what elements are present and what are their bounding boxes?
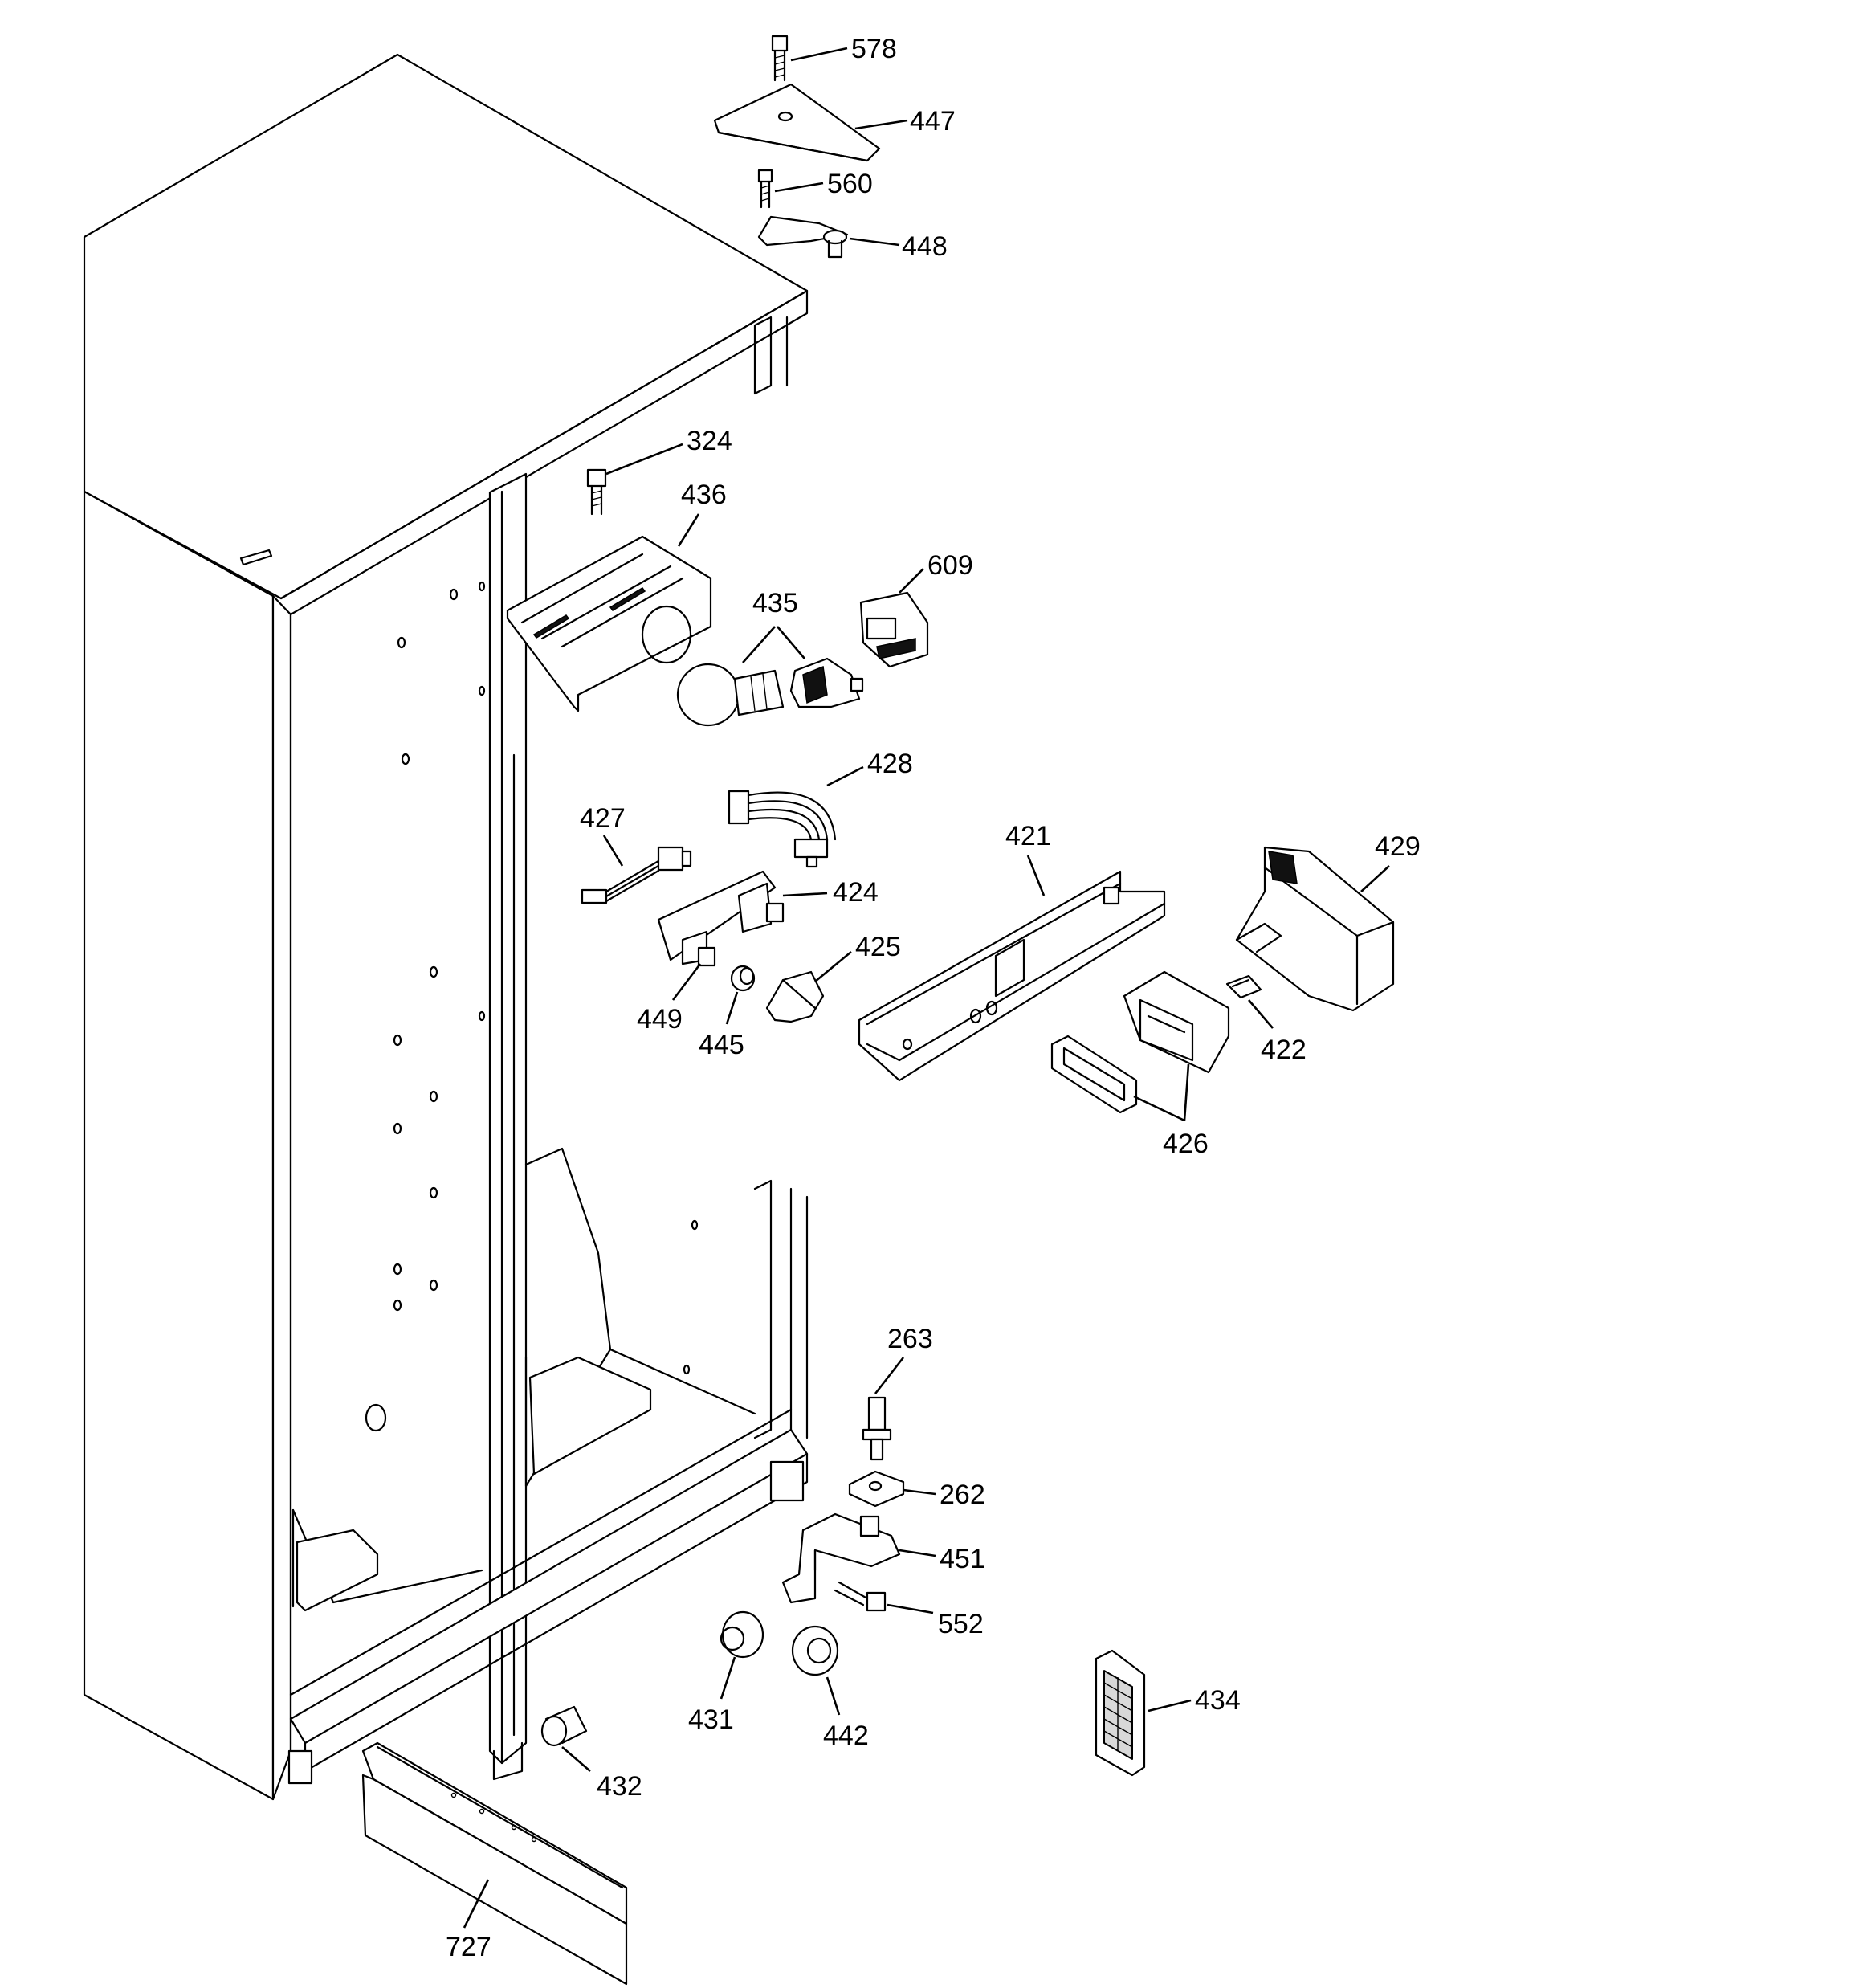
roller-442 — [791, 1625, 839, 1676]
light-shield-436 — [506, 535, 712, 712]
label-324: 324 — [687, 426, 732, 456]
label-434: 434 — [1195, 1685, 1241, 1716]
washer-262 — [848, 1470, 905, 1508]
shelf-holes — [365, 581, 699, 1432]
screw-324 — [586, 468, 607, 516]
socket-435 — [789, 657, 864, 708]
label-609: 609 — [927, 550, 973, 581]
label-431: 431 — [688, 1704, 734, 1735]
switch-609 — [859, 591, 929, 668]
hinge-448 — [757, 215, 849, 259]
housing-421 — [858, 870, 1166, 1082]
kickplate-727 — [361, 1741, 628, 1986]
grille-434 — [1095, 1649, 1146, 1777]
leader-lines — [463, 47, 1390, 1929]
screw-560 — [757, 169, 773, 209]
label-422: 422 — [1261, 1035, 1307, 1065]
label-442: 442 — [823, 1721, 869, 1751]
bezel-426 — [1050, 1035, 1138, 1114]
hinge-pin-263 — [862, 1396, 892, 1461]
label-451: 451 — [940, 1544, 985, 1574]
label-578: 578 — [851, 34, 897, 64]
label-425: 425 — [855, 932, 901, 962]
label-447: 447 — [910, 106, 956, 137]
part-number-labels: 578 447 560 448 324 436 609 435 428 427 … — [446, 34, 1421, 1962]
harness-427 — [581, 846, 692, 904]
control-box-429 — [1235, 846, 1395, 1012]
label-445: 445 — [699, 1030, 744, 1060]
harness-428 — [728, 790, 837, 868]
label-432: 432 — [597, 1771, 642, 1802]
label-424: 424 — [833, 877, 879, 908]
control-board-424 — [657, 870, 785, 967]
cap-432 — [540, 1705, 588, 1747]
label-448: 448 — [902, 231, 948, 262]
label-263: 263 — [887, 1324, 933, 1354]
label-435: 435 — [752, 588, 798, 618]
screw-552 — [834, 1581, 887, 1612]
label-449: 449 — [637, 1004, 683, 1035]
label-436: 436 — [681, 480, 727, 510]
bulb-435 — [676, 663, 785, 727]
knob-425 — [765, 970, 825, 1023]
label-560: 560 — [827, 169, 873, 199]
label-429: 429 — [1375, 831, 1421, 862]
label-427: 427 — [580, 803, 626, 834]
label-262: 262 — [940, 1480, 985, 1510]
label-428: 428 — [867, 749, 913, 779]
clip-422 — [1225, 974, 1262, 999]
hinge-cover-447 — [713, 83, 881, 162]
label-426: 426 — [1163, 1129, 1209, 1159]
collar-445 — [730, 965, 756, 992]
label-421: 421 — [1005, 821, 1051, 851]
hinge-451 — [781, 1512, 901, 1604]
actuator-426 — [1123, 970, 1230, 1074]
screw-578 — [771, 35, 789, 82]
label-552: 552 — [938, 1609, 984, 1639]
refrigerator-cabinet — [83, 53, 809, 1801]
foot-431 — [720, 1610, 764, 1659]
label-727: 727 — [446, 1932, 491, 1962]
